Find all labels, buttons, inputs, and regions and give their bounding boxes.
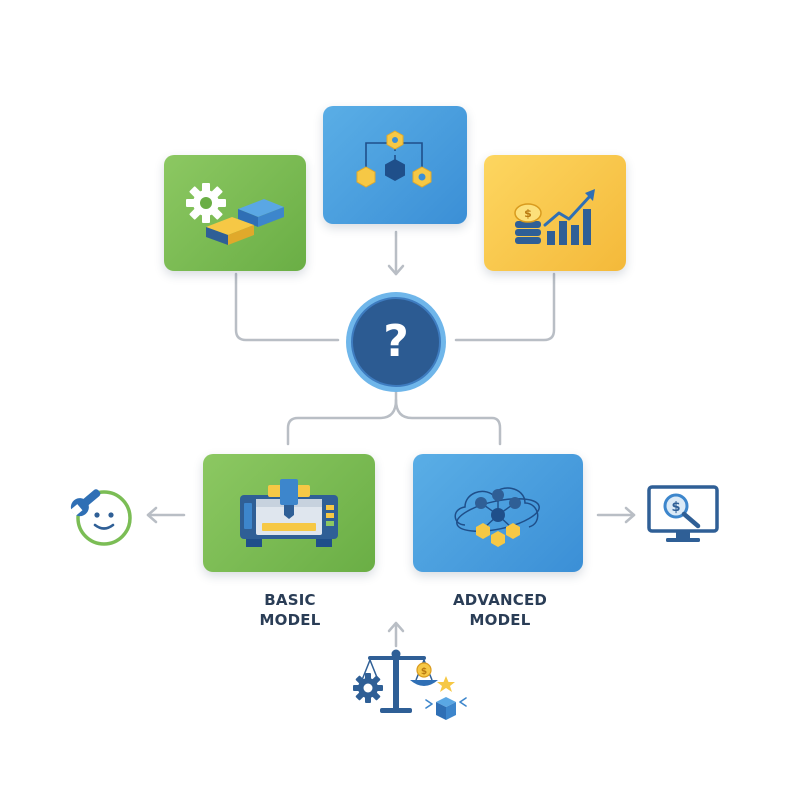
balance-scale-icon: $ <box>353 649 467 720</box>
tile-advanced-model <box>413 454 583 572</box>
tile-top-left <box>164 155 306 271</box>
basic-model-label-line2: MODEL <box>259 611 321 629</box>
svg-text:$: $ <box>524 207 532 220</box>
neural-network-cloud-icon <box>454 487 540 547</box>
gear-and-blocks-icon <box>186 183 284 245</box>
basic-model-label: BASIC MODEL <box>215 590 365 630</box>
cnc-machine-icon <box>240 479 338 547</box>
basic-model-label-line1: BASIC <box>264 591 316 609</box>
smiley-wrench-icon <box>70 489 132 546</box>
tile-top-right: $ <box>484 155 626 271</box>
advanced-model-label-line1: ADVANCED <box>452 591 548 609</box>
decision-node: ? <box>344 290 448 394</box>
tile-basic-model <box>203 454 375 572</box>
advanced-model-label: ADVANCED MODEL <box>420 590 580 630</box>
monitor-dollar-search-icon: $ <box>647 485 719 542</box>
svg-text:$: $ <box>421 667 427 677</box>
hexagon-network-icon <box>356 130 432 188</box>
svg-text:$: $ <box>671 500 680 515</box>
coins-growth-chart-icon: $ <box>514 189 595 245</box>
tile-top-center <box>323 106 467 224</box>
question-mark-icon: ? <box>383 316 409 367</box>
advanced-model-label-line2: MODEL <box>469 611 531 629</box>
